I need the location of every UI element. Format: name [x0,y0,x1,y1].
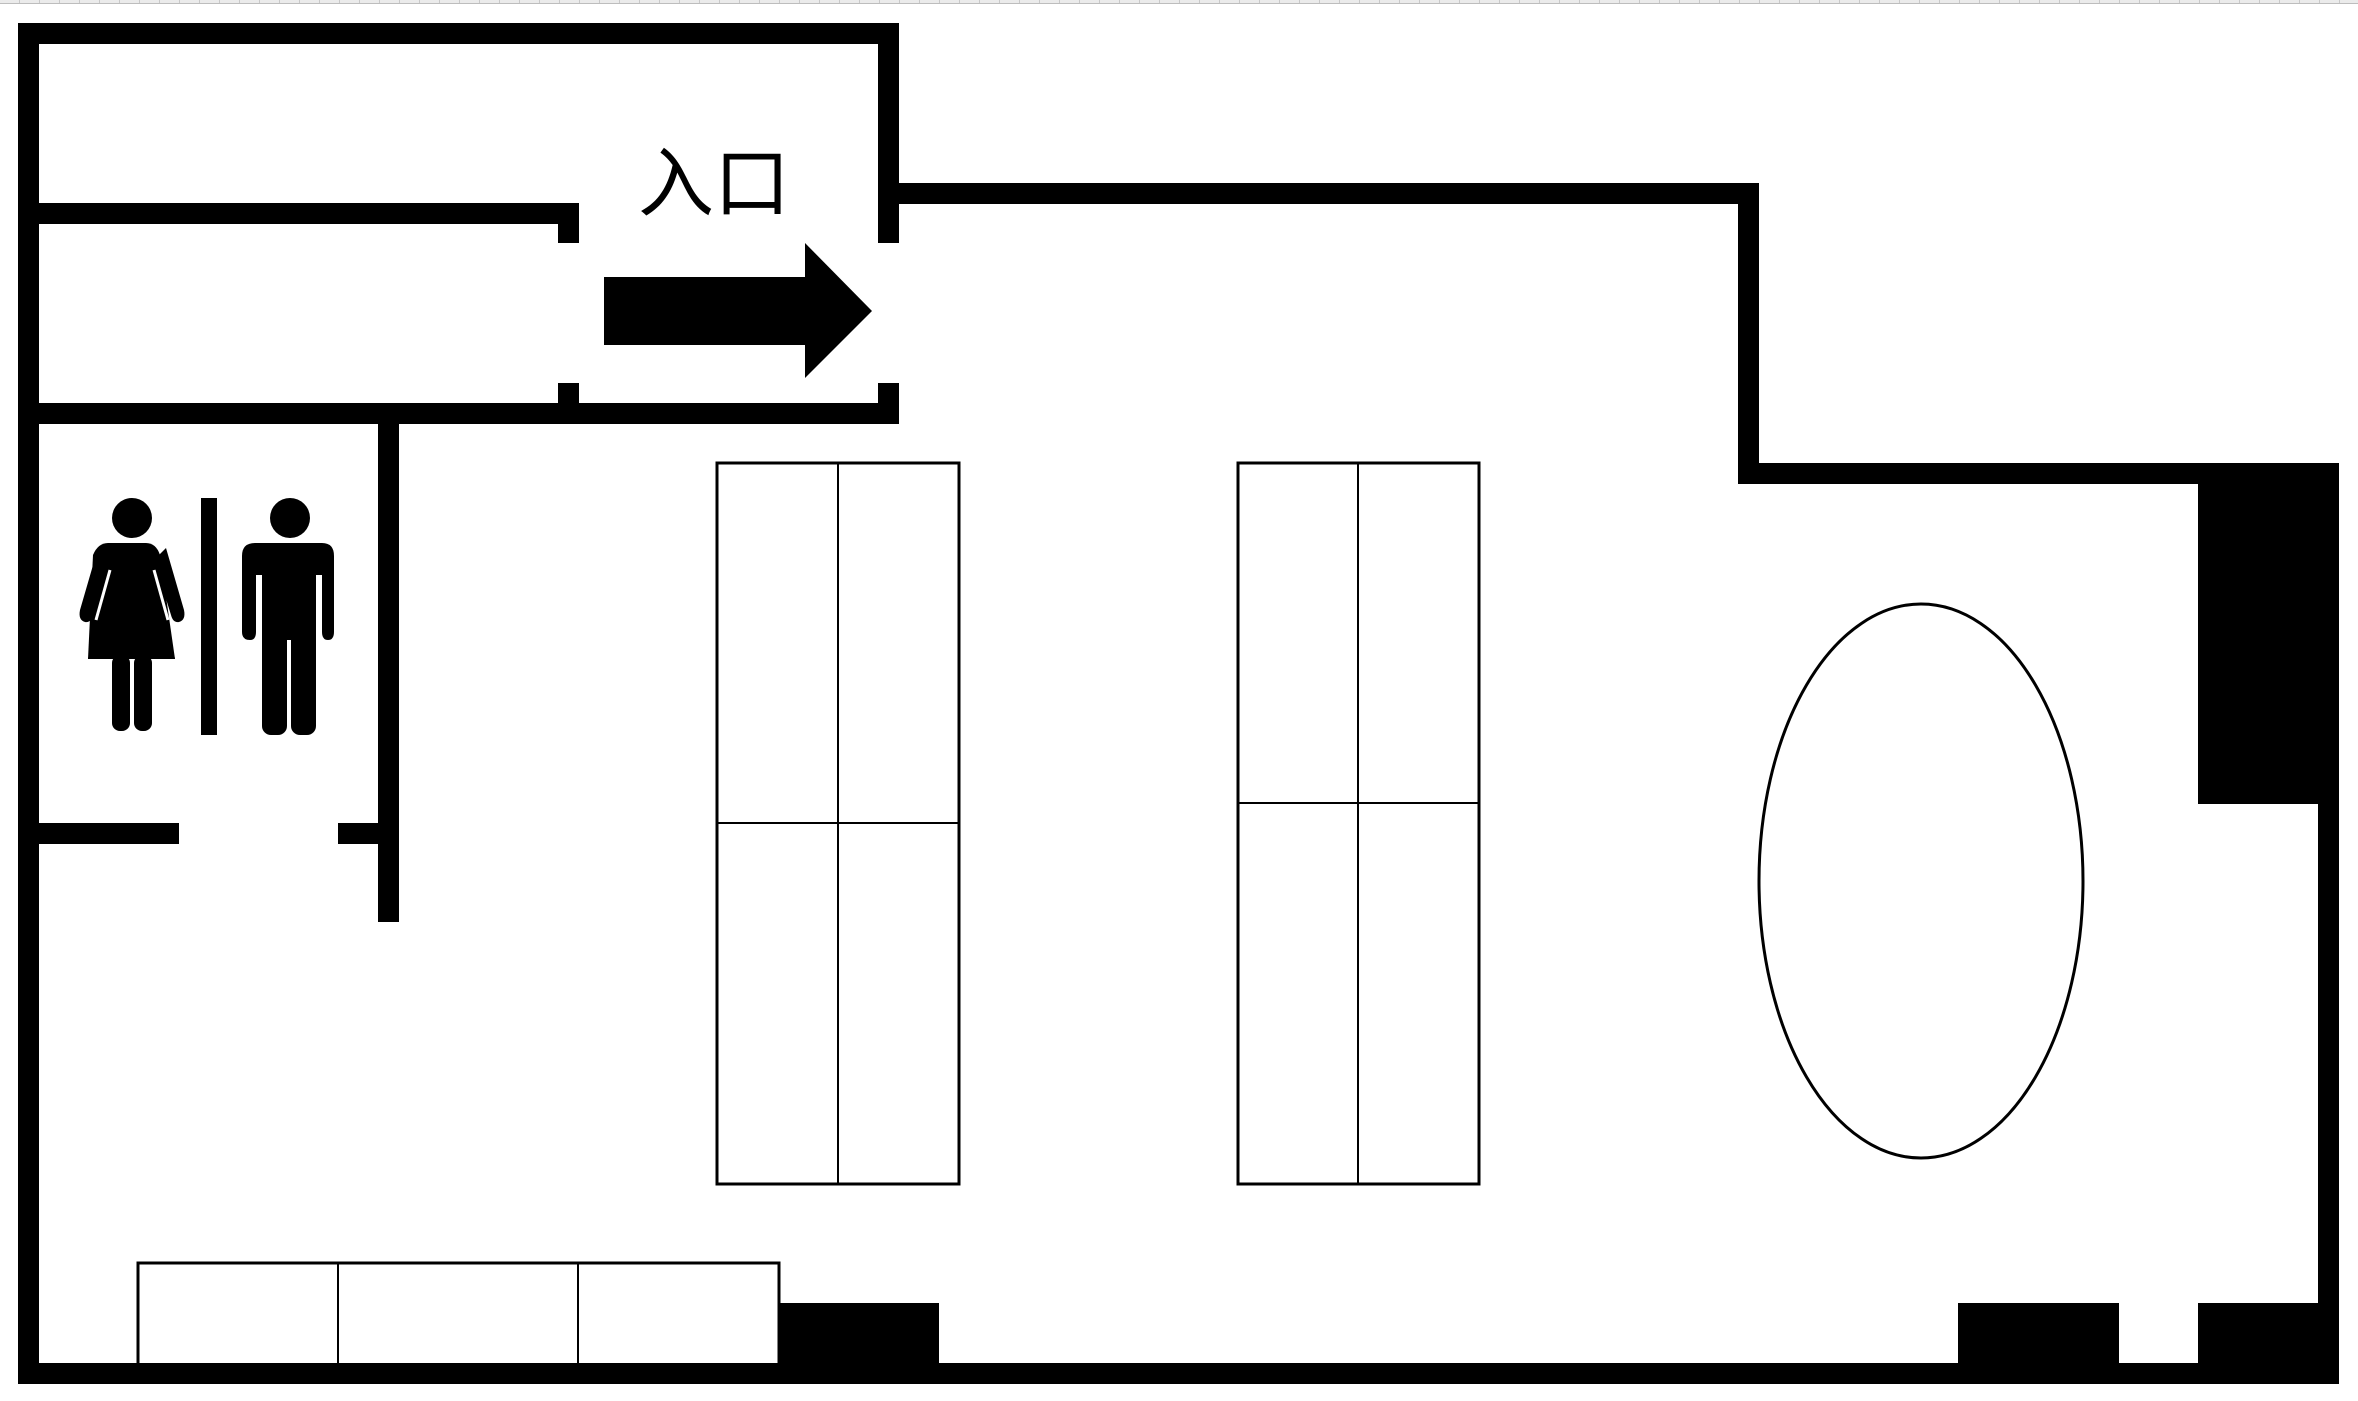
tables [715,461,1481,1186]
restroom-sign [79,498,334,735]
solid-blocks [779,463,2339,1384]
wall-top-mid [878,183,1759,204]
woman-icon [79,498,185,731]
restroom-divider [201,498,217,735]
wall-restroom-wall-left [18,823,179,844]
block-bottom-left [779,1303,939,1384]
table-1 [715,461,961,1186]
wall-corridor-post-lower [558,383,579,424]
wall-corridor-lower [18,403,899,424]
table-2 [1236,461,1481,1186]
block-bottom-right [2198,1303,2339,1384]
walls [18,23,2339,1384]
oval-table [1757,602,2085,1160]
wall-restroom-partition [378,403,399,922]
wall-restroom-wall-stub [338,823,399,844]
wall-corridor-post-upper [558,203,579,243]
wall-outer-bottom [18,1363,2339,1384]
wall-corridor-upper [18,203,579,224]
block-bottom-mid [1958,1303,2119,1384]
counter [136,1261,781,1375]
wall-step-horizontal [1738,463,2339,484]
arrow-right-icon [604,243,872,378]
wall-entrance-right-upper [878,23,899,243]
wall-outer-left [18,23,39,1384]
top-ruler [0,0,2358,4]
pillar-right [2198,463,2339,804]
wall-outer-top-left [18,23,899,44]
entrance-label: 入口 [638,139,790,228]
entrance-sign: 入口 [604,139,872,378]
wall-step-vertical [1738,183,1759,484]
man-icon [242,498,334,735]
